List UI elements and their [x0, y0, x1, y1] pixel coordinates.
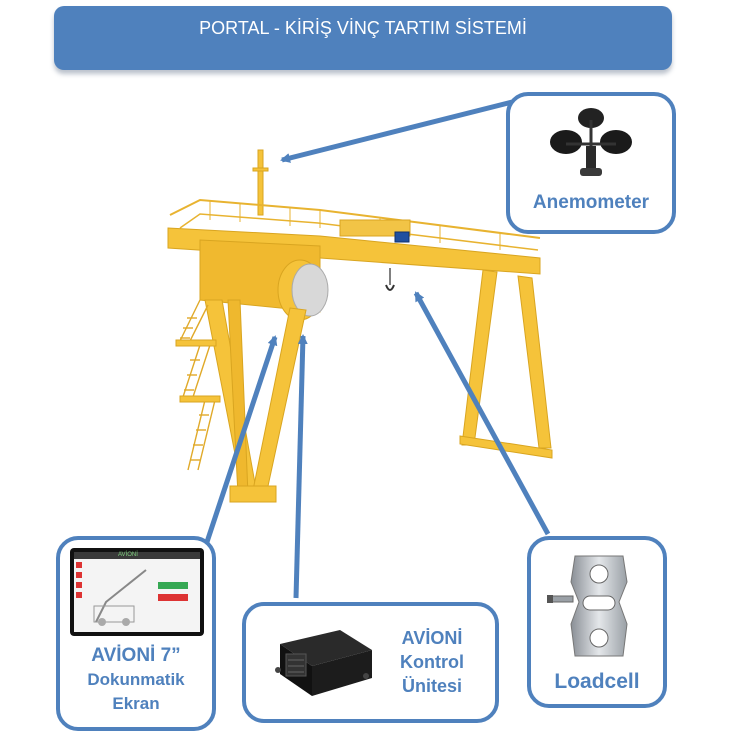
gantry-crane-illustration	[167, 149, 553, 503]
control-label-line1: AVİONİ	[401, 628, 463, 648]
arrow-control-unit	[293, 334, 308, 599]
anemometer-icon	[550, 108, 632, 176]
title-banner: PORTAL - KİRİŞ VİNÇ TARTIM SİSTEMİ	[54, 6, 672, 70]
control-label-line2: Kontrol	[400, 652, 464, 672]
control-unit-icon	[275, 630, 372, 696]
anemometer-card: Anemometer	[506, 92, 676, 234]
touchscreen-card: AVİONİ AVİONİ 7” Dokunmatik Ekran	[56, 536, 216, 731]
control-label-line3: Ünitesi	[401, 676, 462, 696]
connector-arrows	[202, 97, 551, 599]
control-unit-card: AVİONİ Kontrol Ünitesi	[242, 602, 499, 723]
anemometer-label: Anemometer	[532, 192, 650, 213]
touchscreen-icon: AVİONİ	[70, 548, 204, 636]
screen-label: AVİONİ 7” Dokunmatik Ekran	[60, 644, 212, 716]
arrow-anemometer	[280, 97, 521, 163]
control-unit-label: AVİONİ Kontrol Ünitesi	[382, 626, 482, 698]
page-title: PORTAL - KİRİŞ VİNÇ TARTIM SİSTEMİ	[199, 18, 527, 38]
loadcell-icon	[547, 555, 628, 657]
loadcell-label: Loadcell	[554, 670, 640, 693]
screen-label-line3: Ekran	[112, 694, 160, 713]
arrow-screen	[202, 335, 278, 549]
screen-label-line1: AVİONİ 7”	[91, 645, 181, 666]
screen-topbar	[74, 552, 200, 559]
screen-logo: AVİONİ	[118, 552, 138, 558]
screen-label-line2: Dokunmatik	[87, 670, 185, 689]
loadcell-card: Loadcell	[527, 536, 667, 708]
arrow-loadcell	[413, 291, 551, 536]
